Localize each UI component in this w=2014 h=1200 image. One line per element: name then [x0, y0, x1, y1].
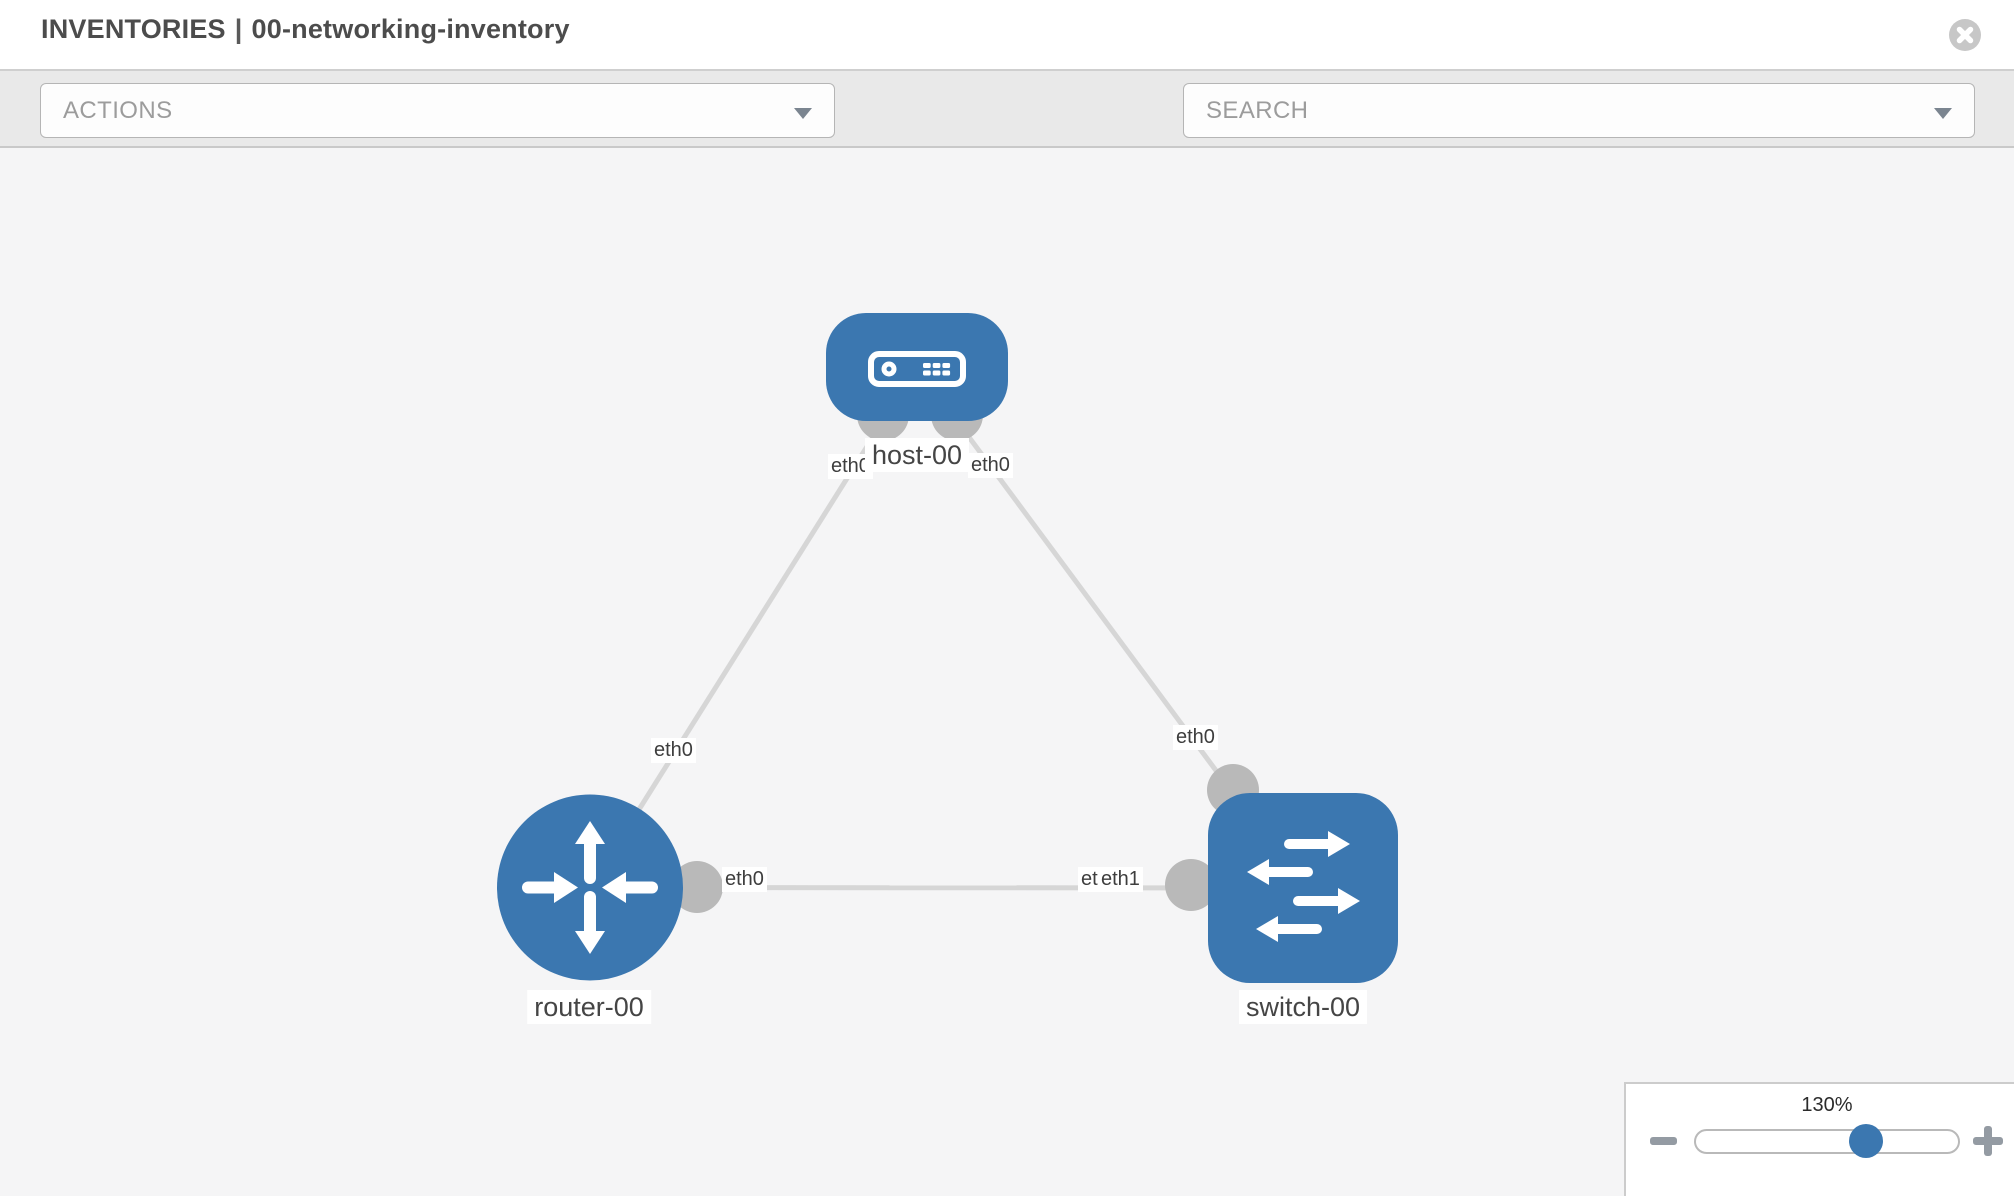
zoom-out-button[interactable] — [1650, 1137, 1677, 1145]
search-dropdown[interactable]: SEARCH — [1183, 83, 1975, 138]
server-icon — [868, 351, 966, 387]
node-router-00[interactable] — [497, 794, 683, 981]
port-router-eth0 — [671, 861, 723, 913]
zoom-slider-thumb[interactable] — [1849, 1124, 1883, 1158]
interface-label: eth0 — [651, 738, 696, 763]
interface-label: eth0 — [722, 867, 767, 892]
search-dropdown-label: SEARCH — [1206, 96, 1309, 124]
node-label-router: router-00 — [527, 990, 651, 1024]
zoom-in-button[interactable] — [1973, 1126, 2003, 1156]
node-switch-00[interactable] — [1208, 793, 1398, 983]
breadcrumb-section[interactable]: INVENTORIES — [41, 14, 226, 44]
port-switch-eth1 — [1165, 859, 1217, 911]
chevron-down-icon — [794, 108, 812, 119]
chevron-down-icon — [1934, 108, 1952, 119]
interface-label: eth0 — [968, 453, 1013, 478]
close-button[interactable] — [1949, 19, 1981, 51]
actions-dropdown-label: ACTIONS — [63, 96, 173, 124]
switch-arrows-icon — [1247, 831, 1360, 942]
inventory-name: 00-networking-inventory — [251, 14, 570, 44]
interface-label: eth0 — [1173, 725, 1218, 750]
close-icon — [1956, 26, 1974, 44]
zoom-control-panel: 130% — [1624, 1082, 2014, 1196]
topology-canvas[interactable]: eth0 eth0 eth0 eth0 eth0 eth1 eth1 host-… — [0, 148, 2014, 1196]
edge-host-router — [587, 365, 920, 889]
interface-label: eth1 — [1098, 867, 1143, 892]
crossed-arrows-icon — [522, 821, 658, 954]
breadcrumb: INVENTORIES | 00-networking-inventory — [41, 14, 570, 45]
zoom-slider-track[interactable] — [1694, 1124, 1960, 1158]
toolbar: ACTIONS SEARCH — [0, 71, 2014, 206]
page-header: INVENTORIES | 00-networking-inventory — [0, 0, 2014, 71]
node-label-host: host-00 — [864, 438, 970, 472]
actions-dropdown[interactable]: ACTIONS — [40, 83, 835, 138]
zoom-level: 130% — [1801, 1094, 1853, 1116]
node-host-00[interactable] — [826, 313, 1008, 421]
breadcrumb-separator: | — [234, 14, 243, 44]
node-label-switch: switch-00 — [1238, 990, 1368, 1024]
